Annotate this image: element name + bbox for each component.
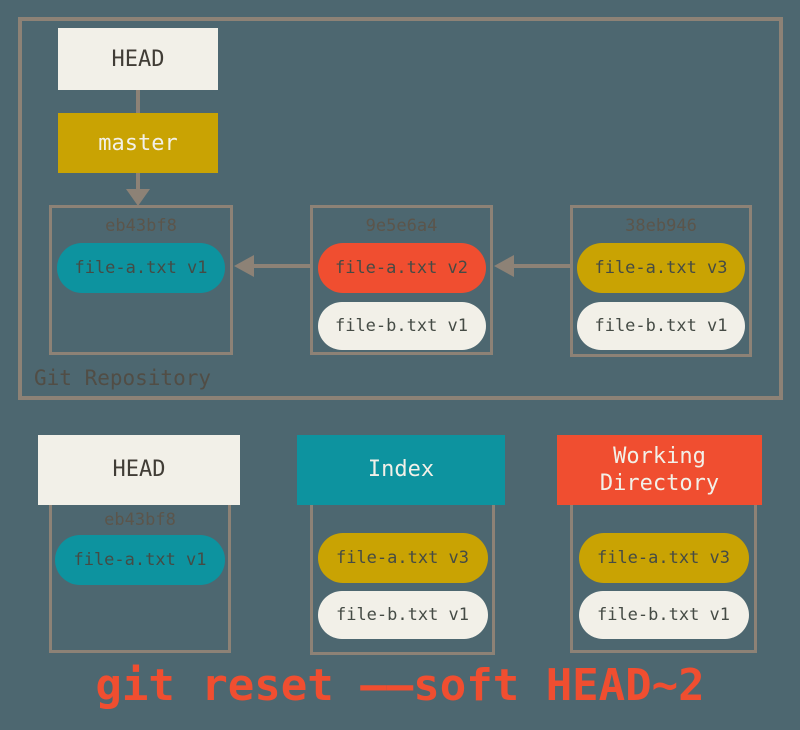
file-pill: file-a.txt v1 [55, 535, 225, 585]
index-area: file-a.txt v3 file-b.txt v1 Index [297, 435, 505, 657]
head-area-title: HEAD [112, 457, 166, 483]
commit-id: eb43bf8 [105, 216, 177, 236]
head-to-master-line [136, 90, 140, 113]
working-directory-title: Working Directory [599, 443, 720, 497]
caption-command: git reset ——soft HEAD~2 [95, 660, 705, 711]
file-pill-label: file-b.txt v1 [335, 605, 470, 625]
file-pill: file-a.txt v3 [577, 243, 745, 293]
arrow-left-icon [234, 255, 254, 277]
file-pill: file-b.txt v1 [578, 591, 749, 639]
file-pill-label: file-a.txt v1 [74, 258, 208, 278]
working-directory-area: file-a.txt v3 file-b.txt v1 Working Dire… [557, 435, 762, 655]
working-directory-header: Working Directory [557, 435, 762, 505]
file-pill: file-b.txt v1 [317, 591, 488, 639]
file-pill: file-a.txt v3 [317, 533, 488, 583]
master-ref-label: master [98, 130, 178, 156]
index-area-header: Index [297, 435, 505, 505]
master-to-commit-line [136, 173, 140, 190]
master-ref-box: master [58, 113, 218, 173]
file-pill-label: file-a.txt v3 [594, 258, 728, 278]
commit-id: 9e5e6a4 [365, 216, 438, 236]
arrow-down-icon [126, 189, 150, 206]
commit-id: 38eb946 [625, 216, 697, 236]
file-pill-label: file-a.txt v1 [73, 550, 207, 570]
index-area-box: file-a.txt v3 file-b.txt v1 [310, 470, 495, 655]
commit3-to-commit2-line [514, 264, 570, 268]
head-area: eb43bf8 file-a.txt v1 HEAD [38, 435, 240, 655]
commit2-to-commit1-line [254, 264, 310, 268]
file-pill-label: file-a.txt v3 [596, 548, 731, 568]
file-pill: file-a.txt v2 [317, 243, 486, 293]
file-pill: file-b.txt v1 [317, 302, 486, 350]
commit-box-38eb946: 38eb946 file-a.txt v3 file-b.txt v1 [570, 205, 752, 357]
commit-id: eb43bf8 [104, 510, 176, 530]
head-ref-label: HEAD [111, 46, 165, 72]
index-area-title: Index [367, 457, 435, 483]
file-pill-label: file-b.txt v1 [334, 316, 469, 336]
head-ref-box: HEAD [58, 28, 218, 90]
file-pill-label: file-b.txt v1 [596, 605, 731, 625]
file-pill-label: file-b.txt v1 [594, 316, 728, 336]
file-pill: file-a.txt v1 [57, 243, 225, 293]
file-pill: file-a.txt v3 [578, 533, 749, 583]
file-pill: file-b.txt v1 [577, 302, 745, 350]
file-pill-label: file-a.txt v3 [335, 548, 470, 568]
git-repository-box: Git Repository [18, 17, 783, 400]
commit-box-eb43bf8: eb43bf8 file-a.txt v1 [49, 205, 233, 355]
commit-box-9e5e6a4: 9e5e6a4 file-a.txt v2 file-b.txt v1 [310, 205, 493, 355]
head-area-header: HEAD [38, 435, 240, 505]
git-repository-label: Git Repository [34, 366, 212, 390]
arrow-left-icon [494, 255, 514, 277]
file-pill-label: file-a.txt v2 [334, 258, 469, 278]
